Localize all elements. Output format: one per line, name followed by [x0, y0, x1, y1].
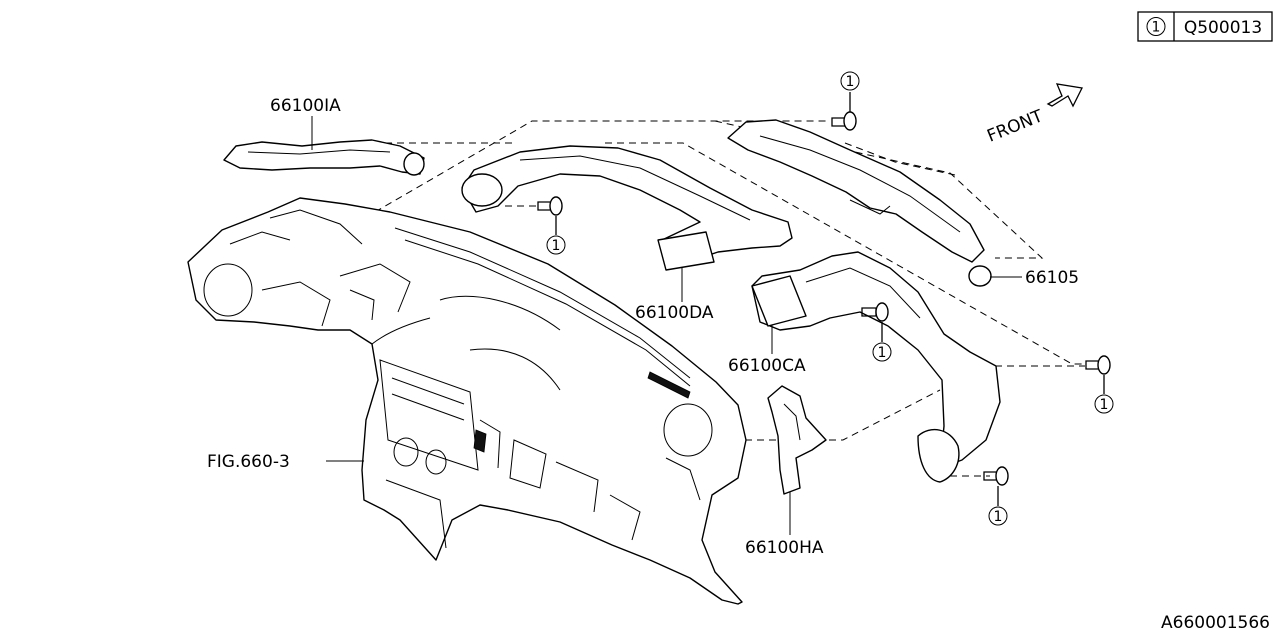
fastener-top: 1	[831, 71, 860, 131]
callout-circle-icon	[872, 342, 892, 362]
front-label: FRONT	[984, 106, 1046, 147]
callout-symbol: 1	[1100, 397, 1109, 413]
duct-66100ha	[767, 385, 827, 495]
legend-circle-icon	[1146, 17, 1166, 36]
fastener-far-right: 1	[1085, 355, 1114, 414]
front-indicator: FRONT	[984, 83, 1083, 147]
part-label-66105: 66105	[1025, 268, 1079, 288]
callout-circle-icon	[1094, 394, 1114, 414]
defroster-66105	[727, 119, 992, 287]
callout-circle-icon	[988, 506, 1008, 526]
callout-symbol: 1	[878, 345, 887, 361]
part-label-66100da: 66100DA	[635, 303, 714, 323]
legend-box: 1 Q500013	[1137, 11, 1273, 42]
part-label-66100ca: 66100CA	[728, 356, 806, 376]
callout-symbol: 1	[994, 509, 1003, 525]
drawing-id: A660001566	[1161, 613, 1270, 633]
callout-circle-icon	[840, 71, 860, 91]
duct-66100ca	[751, 251, 1001, 483]
reference-fig-label: FIG.660-3	[207, 452, 290, 472]
front-arrow-icon	[1046, 83, 1083, 108]
callout-symbol: 1	[552, 238, 561, 254]
part-labels: 66100IA 66100DA 66100CA 66100HA 66105 FI…	[207, 96, 1079, 558]
fastener-bottom: 1	[983, 466, 1009, 526]
callout-symbol: 1	[846, 74, 855, 90]
duct-66100ia	[223, 139, 425, 176]
part-label-66100ia: 66100IA	[270, 96, 341, 116]
duct-66100da	[461, 145, 793, 271]
fastener-center: 1	[537, 196, 566, 255]
legend-symbol: 1	[1152, 20, 1161, 36]
fastener-right-mid: 1	[861, 302, 892, 362]
callout-circle-icon	[546, 235, 566, 255]
legend-code: Q500013	[1184, 18, 1262, 38]
instrument-panel	[187, 197, 747, 605]
part-label-66100ha: 66100HA	[745, 538, 824, 558]
